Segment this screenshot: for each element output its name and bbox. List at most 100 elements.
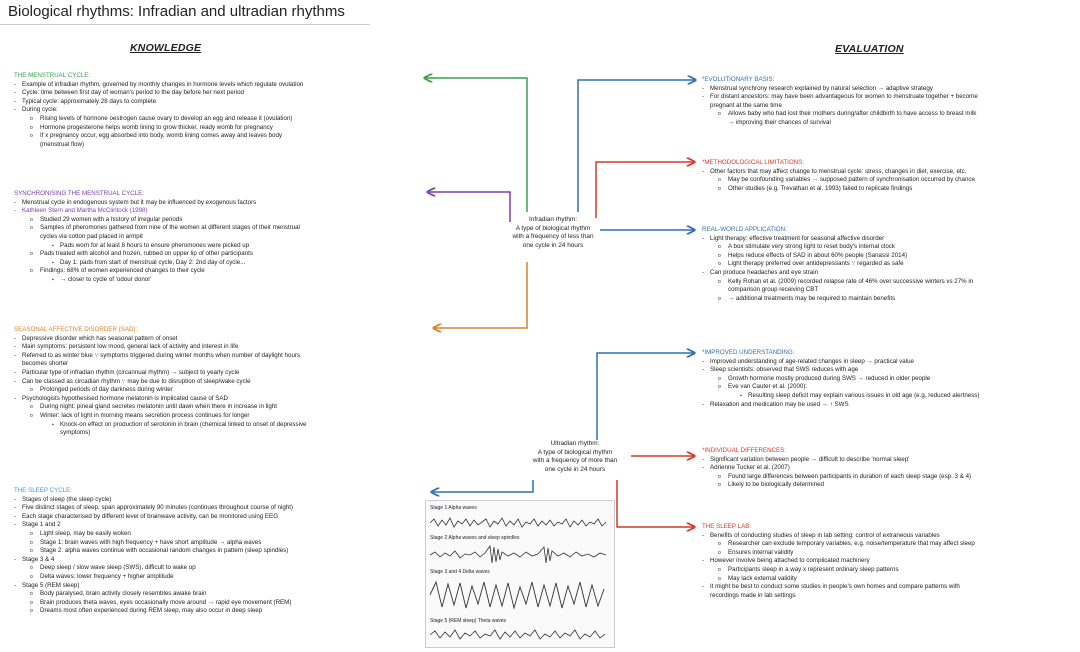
note-line: Main symptoms: persistent low mood, gene… (14, 343, 414, 352)
note-line: recordings made in lab settings (710, 591, 796, 599)
note-line: May be confounding variables → supposed … (702, 176, 1074, 185)
note-line: → closer to cycle of 'odour donor' (14, 276, 414, 285)
note-line: It might be best to conduct some studies… (702, 583, 1074, 592)
note-line: Adrienne Tucker et al. (2007) (702, 464, 1074, 473)
knowledge-heading: KNOWLEDGE (130, 42, 202, 54)
improved-understanding-section: *IMPROVED UNDERSTANDING: Improved unders… (702, 349, 1074, 409)
note-line: Helps reduce effects of SAD in about 60%… (702, 252, 1074, 261)
note-line: Delta waves: lower frequency + higher am… (14, 573, 414, 582)
synchronising-section: SYNCHRONISING THE MENSTRUAL CYCLE: Menst… (14, 190, 414, 285)
note-line: Hormone progesterone helps womb lining t… (14, 124, 414, 133)
section-title: THE SLEEP CYCLE: (14, 487, 73, 494)
note-line: If x pregnancy occur, egg absorbed into … (14, 132, 414, 141)
note-line: Prolonged periods of day darkness during… (14, 386, 414, 395)
note-line: Relaxation and medication may be used → … (702, 401, 1074, 410)
note-line: For distant ancestors: may have been adv… (702, 93, 1074, 102)
evolutionary-basis-section: *EVOLUTIONARY BASIS: Menstrual synchrony… (702, 76, 1074, 128)
note-line: Stage 3 & 4 (14, 556, 414, 565)
note-line: cycles via cotton pad placed in armpit (40, 232, 143, 240)
section-title: *METHODOLOGICAL LIMITATIONS: (702, 159, 804, 166)
sleep-lab-section: THE SLEEP LAB: Benefits of conducting st… (702, 523, 1074, 600)
infradian-line: Infradian rhythm: (529, 216, 577, 223)
note-line: Light therapy preferred over antidepress… (702, 260, 1074, 269)
note-line: Allows baby who had lost their mothers d… (702, 110, 1074, 119)
arrow-lab (616, 480, 694, 527)
note-line: Likely to be biologically determined (702, 481, 1074, 490)
ultradian-line: A type of biological rhythm (537, 448, 613, 456)
section-title: *IMPROVED UNDERSTANDING: (702, 349, 795, 356)
section-title: *INDIVIDUAL DIFFERENCES: (702, 447, 787, 454)
note-line: Psychologists hypothesised hormone melat… (14, 395, 414, 404)
ultradian-line: with a frequency of more than (532, 457, 618, 465)
note-line: Stage 5 (REM sleep) (14, 582, 414, 591)
note-line: Findings: 68% of women experienced chang… (14, 267, 414, 276)
evaluation-heading: EVALUATION (835, 43, 904, 55)
wave-label: Stage 3 and 4 Delta waves (430, 569, 490, 575)
arrow-meth (595, 162, 694, 218)
note-line: Dreams most often experienced during REM… (14, 607, 414, 616)
note-line: Benefits of conducting studies of sleep … (702, 532, 1074, 541)
infradian-line: one cycle in 24 hours (522, 241, 584, 249)
note-line: Stage 1 and 2 (14, 521, 414, 530)
section-title: THE MENSTRUAL CYCLE: (14, 72, 91, 79)
note-line: Light therapy: effective treatment for s… (702, 235, 1074, 244)
note-line: Deep sleep / slow wave sleep (SWS), diff… (14, 564, 414, 573)
note-line: Growth hormone mostly produced during SW… (702, 375, 1074, 384)
note-line: Sleep scientists: observed that SWS redu… (702, 366, 1074, 375)
title-divider (0, 24, 370, 25)
alpha-wave-trace (430, 517, 607, 528)
wave-label: Stage 1 Alpha waves (430, 505, 477, 511)
ultradian-line: Ultradian rhythm: (550, 440, 600, 447)
infradian-definition: Infradian rhythm: A type of biological r… (493, 216, 613, 250)
note-line: symptoms) (60, 429, 91, 437)
note-line: → additional treatments may be required … (702, 295, 1074, 304)
menstrual-cycle-section: THE MENSTRUAL CYCLE: Example of infradia… (14, 72, 414, 149)
note-line: Kathleen Stern and Martha McClintock (19… (14, 207, 414, 216)
arrow-sleep (432, 480, 534, 492)
note-line: Each stage characterised by different le… (14, 513, 414, 522)
methodological-section: *METHODOLOGICAL LIMITATIONS: Other facto… (702, 159, 1074, 193)
brainwave-figure: Stage 1 Alpha waves Stage 2 Alpha waves … (425, 500, 615, 648)
note-line: Samples of pheromones gathered from nine… (14, 224, 414, 233)
infradian-line: with a frequency of less than (512, 233, 594, 241)
real-world-section: REAL-WORLD APPLICATION: Light therapy: e… (702, 226, 1074, 303)
sad-section: SEASONAL AFFECTIVE DISORDER (SAD): Depre… (14, 326, 414, 438)
wave-label: Stage 2 Alpha waves and sleep spindles (430, 535, 520, 541)
note-line: Participants sleep in a way x represent … (702, 566, 1074, 575)
individual-differences-section: *INDIVIDUAL DIFFERENCES: Significant var… (702, 447, 1074, 490)
section-title: THE SLEEP LAB: (702, 523, 752, 530)
section-title: SEASONAL AFFECTIVE DISORDER (SAD): (14, 326, 138, 333)
wave-label: Stage 5 (REM sleep) Theta waves (430, 618, 507, 624)
section-title: SYNCHRONISING THE MENSTRUAL CYCLE: (14, 190, 144, 197)
note-line: Winter: lack of light in morning means s… (14, 412, 414, 421)
note-line: Found large differences between particip… (702, 473, 1074, 482)
note-line: Particular type of infradian rhythm (cir… (14, 369, 414, 378)
note-line: Menstrual synchrony research explained b… (702, 85, 1074, 94)
arrow-evo (577, 80, 695, 212)
note-line: Body paralysed, brain activity closely r… (14, 590, 414, 599)
note-line: During cycle: (14, 106, 414, 115)
note-line: Typical cycle: approximately 28 days to … (14, 98, 414, 107)
note-line: comparison group receiving CBT (728, 286, 819, 294)
arrow-menstrual (425, 78, 528, 212)
note-line: (menstrual flow) (40, 140, 85, 148)
note-line: Other studies (e.g. Trevathan et al. 199… (702, 185, 1074, 194)
arrow-improved (596, 353, 694, 440)
note-line: May lack external validity (702, 575, 1074, 584)
infradian-line: A type of biological rhythm (515, 224, 591, 232)
delta-wave-trace (430, 580, 605, 610)
note-line: Example of infradian rhythm, governed by… (14, 81, 414, 90)
note-line: Eve van Cauter et al. (2000): (702, 383, 1074, 392)
sleep-cycle-section: THE SLEEP CYCLE: Stages of sleep (the sl… (14, 487, 414, 616)
note-line: Five distinct stages of sleep, span appr… (14, 504, 414, 513)
note-line: Referred to as winter blue ∵ symptoms tr… (14, 352, 414, 361)
note-line: Menstrual cycle in endogenous system but… (14, 199, 414, 208)
ultradian-line: one cycle in 24 hours (544, 465, 606, 473)
note-line: Other factors that may affect change to … (702, 168, 1074, 177)
note-line: During night: pineal gland secretes mela… (14, 403, 414, 412)
note-line: Pads worn for at least 8 hours to ensure… (14, 242, 414, 251)
note-line: Knock-on effect on production of seroton… (14, 421, 414, 430)
note-line: A box stimulate very strong light to res… (702, 243, 1074, 252)
note-line: Ensures internal validity (702, 549, 1074, 558)
note-line: Studied 29 women with a history of irreg… (14, 216, 414, 225)
